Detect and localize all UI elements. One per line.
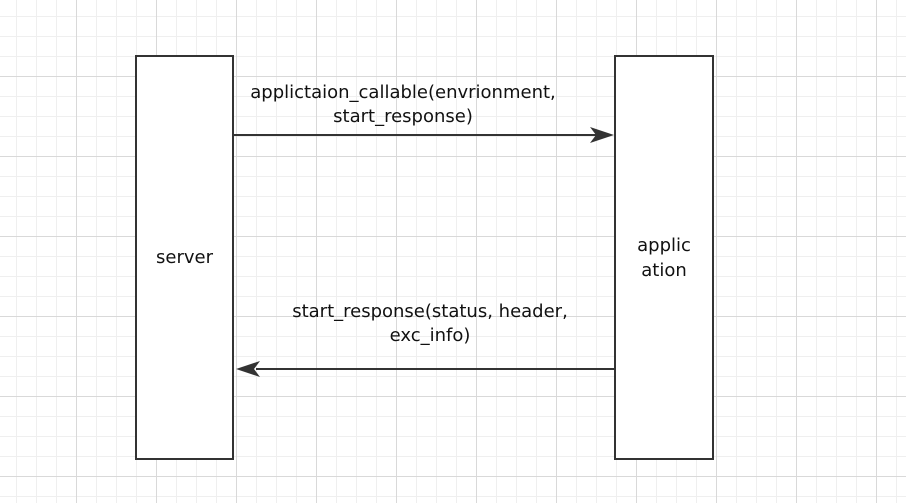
server-box[interactable]: server [135, 55, 234, 460]
return-message-line-2: exc_info) [389, 325, 471, 346]
call-message-line-2: start_response) [333, 106, 473, 127]
return-message-line-1: start_response(status, header, [292, 301, 568, 322]
call-arrowhead [590, 127, 614, 143]
server-label: server [156, 247, 213, 268]
application-box[interactable]: application [614, 55, 714, 460]
call-message-label: applictaion_callable(envrionment, start_… [230, 81, 576, 129]
return-message-label: start_response(status, header, exc_info) [272, 300, 588, 348]
call-message-line-1: applictaion_callable(envrionment, [250, 82, 556, 103]
return-arrowhead [236, 361, 260, 377]
application-label: application [637, 234, 691, 281]
